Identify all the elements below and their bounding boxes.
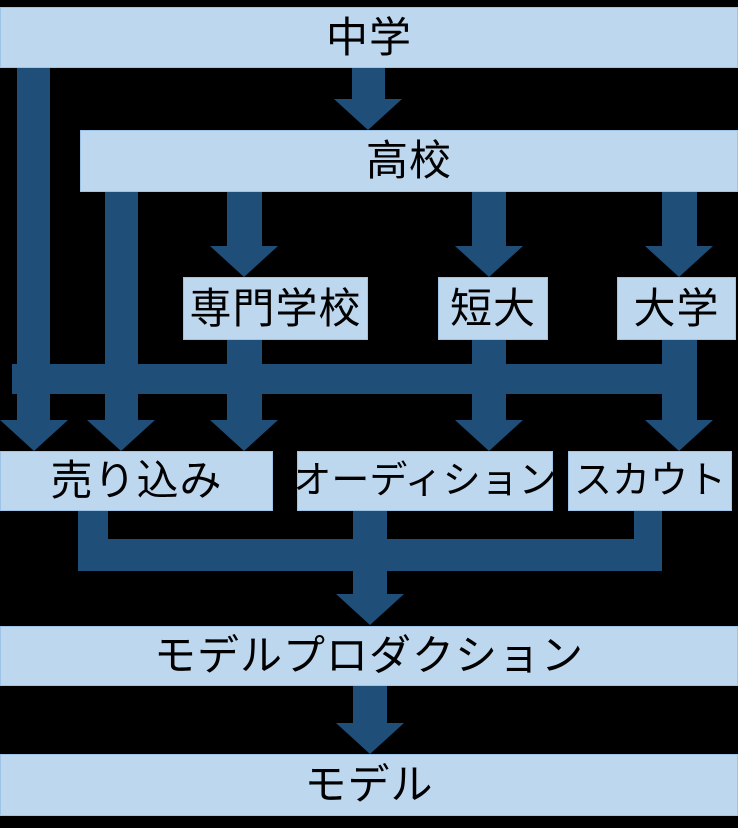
arrow-shaft-koukou-to-daigaku bbox=[662, 192, 697, 246]
arrow-shaft-production-to-model bbox=[353, 686, 387, 723]
arrowhead-koukou-to-daigaku bbox=[645, 246, 713, 277]
node-urikomi: 売り込み bbox=[0, 451, 273, 511]
arrowhead-koukou-to-senmon bbox=[210, 246, 278, 277]
node-model: モデル bbox=[0, 754, 738, 816]
node-scout: スカウト bbox=[568, 451, 732, 511]
arrowhead-koukou-to-urikomi bbox=[87, 420, 155, 451]
connector-band-upper bbox=[12, 364, 697, 394]
node-senmon: 専門学校 bbox=[183, 277, 368, 340]
node-chugaku: 中学 bbox=[0, 7, 738, 68]
arrowhead-chugaku-to-urikomi bbox=[0, 420, 68, 451]
arrow-shaft-koukou-to-tandai bbox=[472, 192, 506, 246]
arrowhead-koukou-to-tandai bbox=[455, 246, 523, 277]
arrow-shaft-chugaku-to-urikomi bbox=[17, 68, 50, 420]
node-koukou: 高校 bbox=[80, 130, 738, 192]
arrowhead-production-to-model bbox=[336, 723, 404, 754]
arrow-shaft-chugaku-to-koukou bbox=[352, 68, 385, 100]
node-tandai: 短大 bbox=[438, 277, 548, 340]
arrowhead-to-production bbox=[336, 594, 404, 625]
node-production: モデルプロダクション bbox=[0, 626, 738, 686]
node-audition: オーディション bbox=[293, 451, 557, 511]
arrow-shaft-koukou-to-senmon bbox=[227, 192, 262, 246]
node-daigaku: 大学 bbox=[617, 277, 736, 340]
arrowhead-senmon-to-urikomi bbox=[210, 420, 278, 451]
arrow-shaft-audition-to-production bbox=[353, 511, 387, 594]
arrowhead-chugaku-to-koukou bbox=[334, 99, 402, 130]
arrowhead-tandai-to-audition bbox=[455, 420, 523, 451]
arrowhead-daigaku-to-scout bbox=[645, 420, 713, 451]
